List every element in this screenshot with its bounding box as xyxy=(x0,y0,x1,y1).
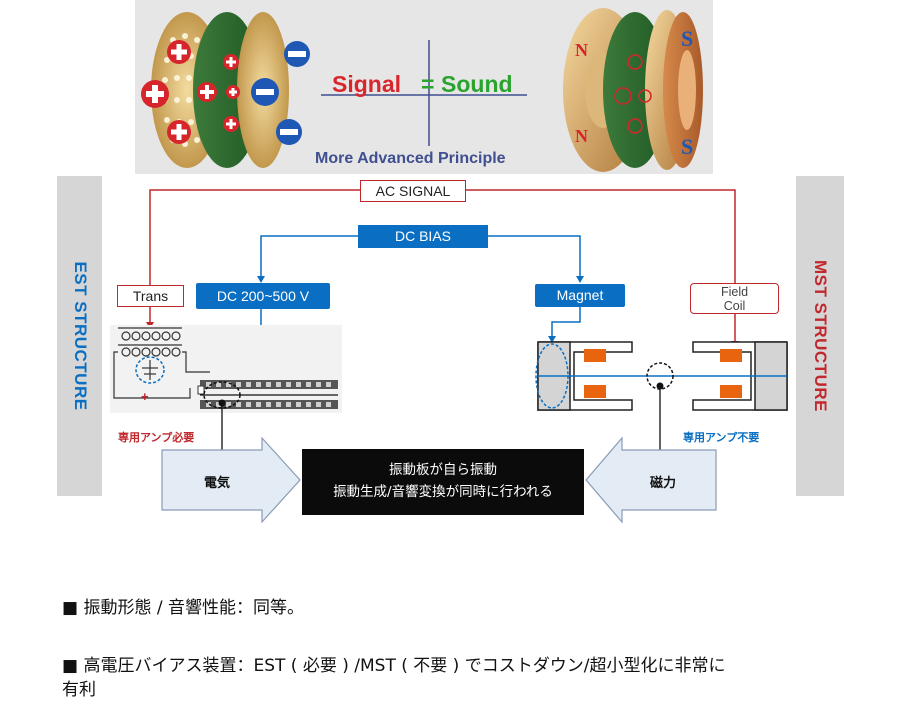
est-structure-bar: EST STRUCTURE xyxy=(57,176,102,496)
electric-arrow-label: 電気 xyxy=(204,476,231,491)
minus-charge-icon xyxy=(251,41,310,145)
signal-word: Signal xyxy=(332,71,402,97)
vibration-summary-line2: 振動生成/音響変換が同時に行われる xyxy=(333,484,553,500)
vibration-summary-line1: 振動板が自ら振動 xyxy=(389,462,497,478)
field-coil-label-line1: Field xyxy=(720,285,749,299)
magnetic-arrow-label: 磁力 xyxy=(650,476,677,491)
bullet-bias-device: ■ 高電圧バイアス装置：EST ( 必要 ) /MST ( 不要 ) でコストダ… xyxy=(62,654,892,702)
amp-not-required-label: 専用アンプ不要 xyxy=(683,431,760,444)
mst-magnet-illustration xyxy=(563,8,703,172)
bullet-bias-device-line1: ■ 高電圧バイアス装置：EST ( 必要 ) /MST ( 不要 ) でコストダ… xyxy=(62,656,726,676)
south-pole-label: S xyxy=(681,26,694,51)
dc-bias-box: DC BIAS xyxy=(358,225,488,248)
field-coil-label-line2: Coil xyxy=(723,299,746,313)
bullet-performance: ■ 振動形態 / 音響性能：同等。 xyxy=(62,598,305,618)
north-pole-label: N xyxy=(575,126,588,146)
sound-word: Sound xyxy=(441,71,513,97)
equals-sign: = xyxy=(421,71,435,97)
principle-caption: More Advanced Principle xyxy=(315,150,506,167)
north-pole-label: N xyxy=(575,40,588,60)
trans-box: Trans xyxy=(117,285,184,307)
mst-structure-bar: MST STRUCTURE xyxy=(796,176,844,496)
principle-banner: Signal = Sound More Advanced Principle N… xyxy=(135,0,713,174)
wiring-diagram: + xyxy=(110,189,788,524)
plus-charge-icon xyxy=(141,40,240,144)
bullet-bias-device-line2: 有利 xyxy=(62,680,96,700)
ac-signal-wire xyxy=(149,189,736,345)
field-coil-box: Field Coil xyxy=(690,283,779,314)
magnetic-arrow xyxy=(585,436,717,524)
amp-required-label: 専用アンプ必要 xyxy=(118,431,195,444)
south-pole-label: S xyxy=(681,134,694,159)
ac-signal-box: AC SIGNAL xyxy=(360,180,466,202)
est-diaphragm-illustration xyxy=(141,8,703,172)
vibration-summary-box: 振動板が自ら振動 振動生成/音響変換が同時に行われる xyxy=(302,449,584,515)
dc-voltage-box: DC 200~500 V xyxy=(196,283,330,309)
svg-text:+: + xyxy=(141,389,149,404)
mst-structure-drawing xyxy=(535,341,788,458)
magnet-box: Magnet xyxy=(535,284,625,307)
electric-arrow xyxy=(161,436,301,524)
est-structure-drawing: + xyxy=(110,325,342,458)
